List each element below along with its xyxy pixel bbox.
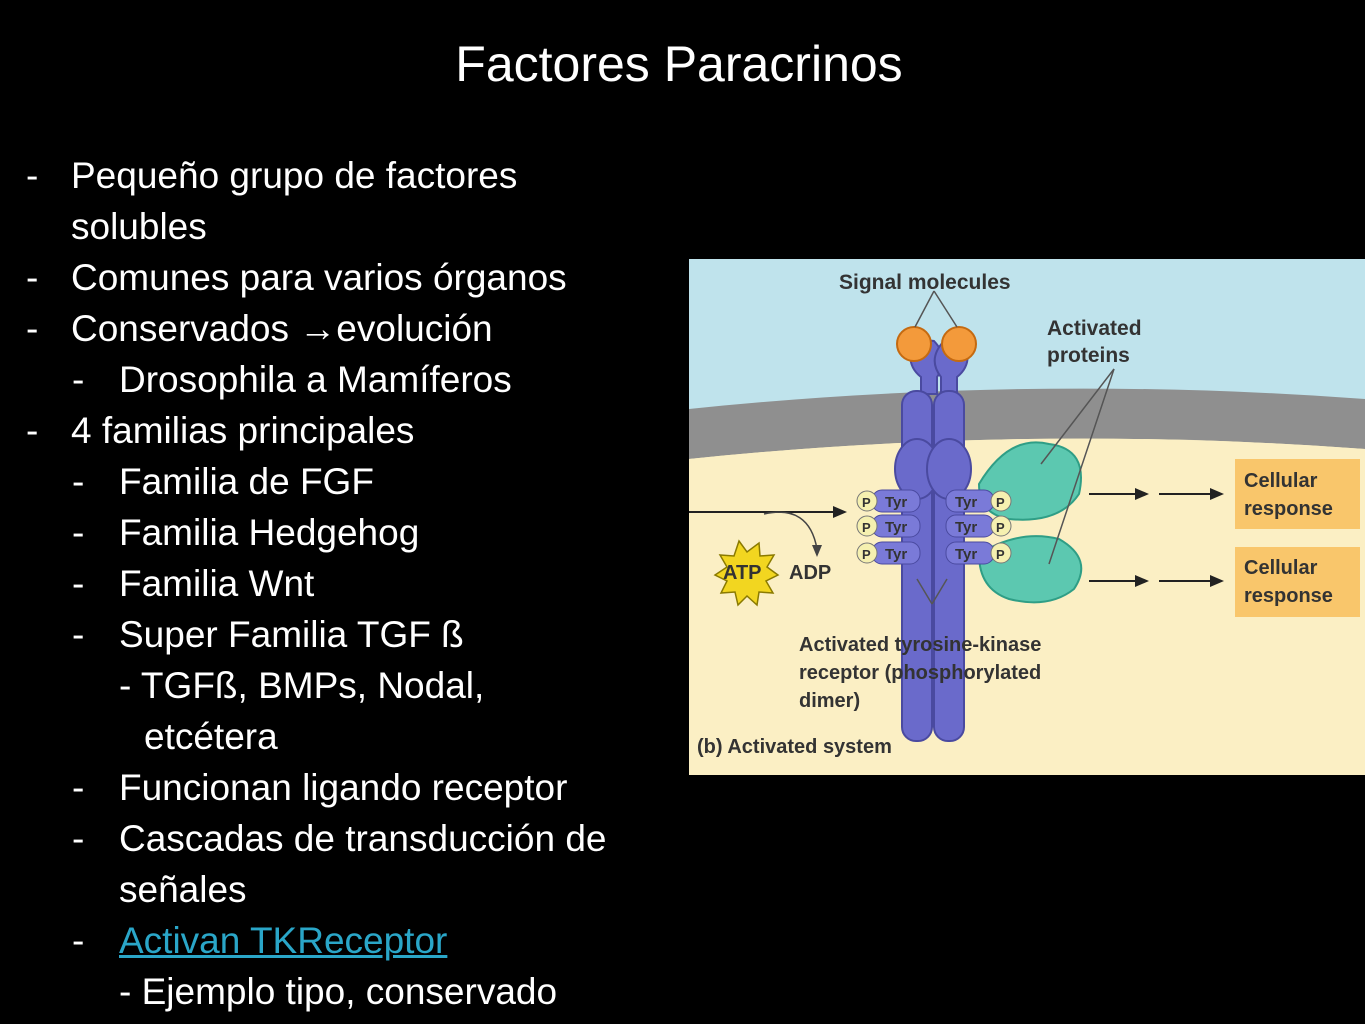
adp-label: ADP bbox=[789, 562, 831, 584]
bullet-dash: - bbox=[26, 155, 39, 196]
activated-proteins-label: proteins bbox=[1047, 344, 1130, 367]
svg-text:Tyr: Tyr bbox=[885, 494, 907, 511]
svg-text:Tyr: Tyr bbox=[955, 494, 977, 511]
sub-bullet-line: - Activan TKReceptor bbox=[72, 918, 447, 964]
atp-starburst bbox=[713, 539, 780, 607]
sub-bullet-line: - Cascadas de transducción de bbox=[72, 816, 606, 862]
bullet-text: Familia de FGF bbox=[119, 461, 374, 502]
cellular-response-box bbox=[1235, 547, 1360, 617]
signal-molecules-label: Signal molecules bbox=[839, 271, 1011, 294]
svg-text:response: response bbox=[1244, 498, 1333, 520]
bullet-dash: - bbox=[26, 410, 39, 451]
receptor-label: receptor (phosphorylated bbox=[799, 662, 1041, 684]
svg-text:Cellular: Cellular bbox=[1244, 557, 1318, 579]
bullet-line: - Comunes para varios órganos bbox=[26, 255, 567, 301]
activated-proteins-label: Activated bbox=[1047, 317, 1142, 340]
bullet-text: solubles bbox=[71, 206, 207, 247]
sub-bullet-line: - Familia de FGF bbox=[72, 459, 374, 505]
bullet-text: etcétera bbox=[144, 716, 278, 757]
phosphorylation-sites: Tyr P Tyr P Tyr P Tyr P Tyr bbox=[856, 489, 1012, 565]
bullet-text: Pequeño grupo de factores bbox=[71, 155, 518, 196]
activated-system-figure: Signal molecules Activated proteins Tyr … bbox=[689, 259, 1365, 775]
svg-text:P: P bbox=[996, 547, 1005, 562]
bullet-text: Familia Wnt bbox=[119, 563, 315, 604]
sub-sub-bullet: - Ejemplo tipo, conservado bbox=[119, 971, 558, 1012]
receptor-label: Activated tyrosine-kinase bbox=[799, 634, 1041, 656]
svg-text:P: P bbox=[996, 495, 1005, 510]
svg-text:response: response bbox=[1244, 585, 1333, 607]
bullet-dash: - bbox=[72, 818, 85, 859]
svg-text:P: P bbox=[862, 520, 871, 535]
bullet-dash: - bbox=[72, 614, 85, 655]
bullet-text: Cascadas de transducción de bbox=[119, 818, 607, 859]
svg-text:P: P bbox=[996, 520, 1005, 535]
bullet-dash: - bbox=[72, 512, 85, 553]
svg-text:Tyr: Tyr bbox=[955, 546, 977, 563]
svg-text:Tyr: Tyr bbox=[885, 546, 907, 563]
sub-bullet-line: - Super Familia TGF ß bbox=[72, 612, 464, 658]
tk-receptor-link[interactable]: Activan TKReceptor bbox=[119, 920, 448, 961]
bullet-line: - 4 familias principales bbox=[26, 408, 414, 454]
sub-bullet-line: - Funcionan ligando receptor bbox=[72, 765, 567, 811]
signal-molecule bbox=[941, 326, 977, 362]
bullet-dash: - bbox=[72, 461, 85, 502]
bullet-text: Familia Hedgehog bbox=[119, 512, 420, 553]
bullet-dash: - bbox=[26, 308, 39, 349]
extracellular-space bbox=[689, 259, 1365, 409]
sub-bullet-line: - Drosophila a Mamíferos bbox=[72, 357, 512, 403]
slide-title: Factores Paracrinos bbox=[455, 36, 903, 92]
signal-molecule bbox=[896, 326, 932, 362]
svg-text:P: P bbox=[862, 495, 871, 510]
bullet-dash: - bbox=[72, 767, 85, 808]
receptor-label: dimer) bbox=[799, 690, 860, 712]
response-arrows bbox=[1089, 488, 1224, 587]
bullet-text: Funcionan ligando receptor bbox=[119, 767, 568, 808]
bullet-text: 4 familias principales bbox=[71, 410, 415, 451]
bullet-dash: - bbox=[72, 359, 85, 400]
bullet-line: - Conservados →evolución bbox=[26, 306, 493, 352]
bullet-text: Super Familia TGF ß bbox=[119, 614, 464, 655]
svg-text:Tyr: Tyr bbox=[955, 519, 977, 536]
bullet-text: señales bbox=[119, 869, 247, 910]
sub-bullet-line: - Familia Hedgehog bbox=[72, 510, 419, 556]
bullet-dash: - bbox=[72, 920, 85, 961]
bullet-text: Conservados →evolución bbox=[71, 308, 493, 349]
figure-caption: (b) Activated system bbox=[697, 736, 892, 758]
bullet-dash: - bbox=[26, 257, 39, 298]
svg-text:P: P bbox=[862, 547, 871, 562]
atp-adp-arrow bbox=[763, 511, 818, 550]
cell-membrane bbox=[689, 388, 1365, 459]
sub-bullet-line: - Familia Wnt bbox=[72, 561, 314, 607]
svg-text:Tyr: Tyr bbox=[885, 519, 907, 536]
cellular-response-box bbox=[1235, 459, 1360, 529]
bullet-line: - Pequeño grupo de factores bbox=[26, 153, 517, 199]
bullet-text: Drosophila a Mamíferos bbox=[119, 359, 512, 400]
sub-sub-bullet: - TGFß, BMPs, Nodal, bbox=[119, 665, 485, 706]
bullet-dash: - bbox=[72, 563, 85, 604]
bullet-text: Comunes para varios órganos bbox=[71, 257, 567, 298]
receptor-diagram: Signal molecules Activated proteins Tyr … bbox=[689, 259, 1365, 775]
svg-text:Cellular: Cellular bbox=[1244, 470, 1318, 492]
atp-label: ATP bbox=[723, 562, 762, 584]
